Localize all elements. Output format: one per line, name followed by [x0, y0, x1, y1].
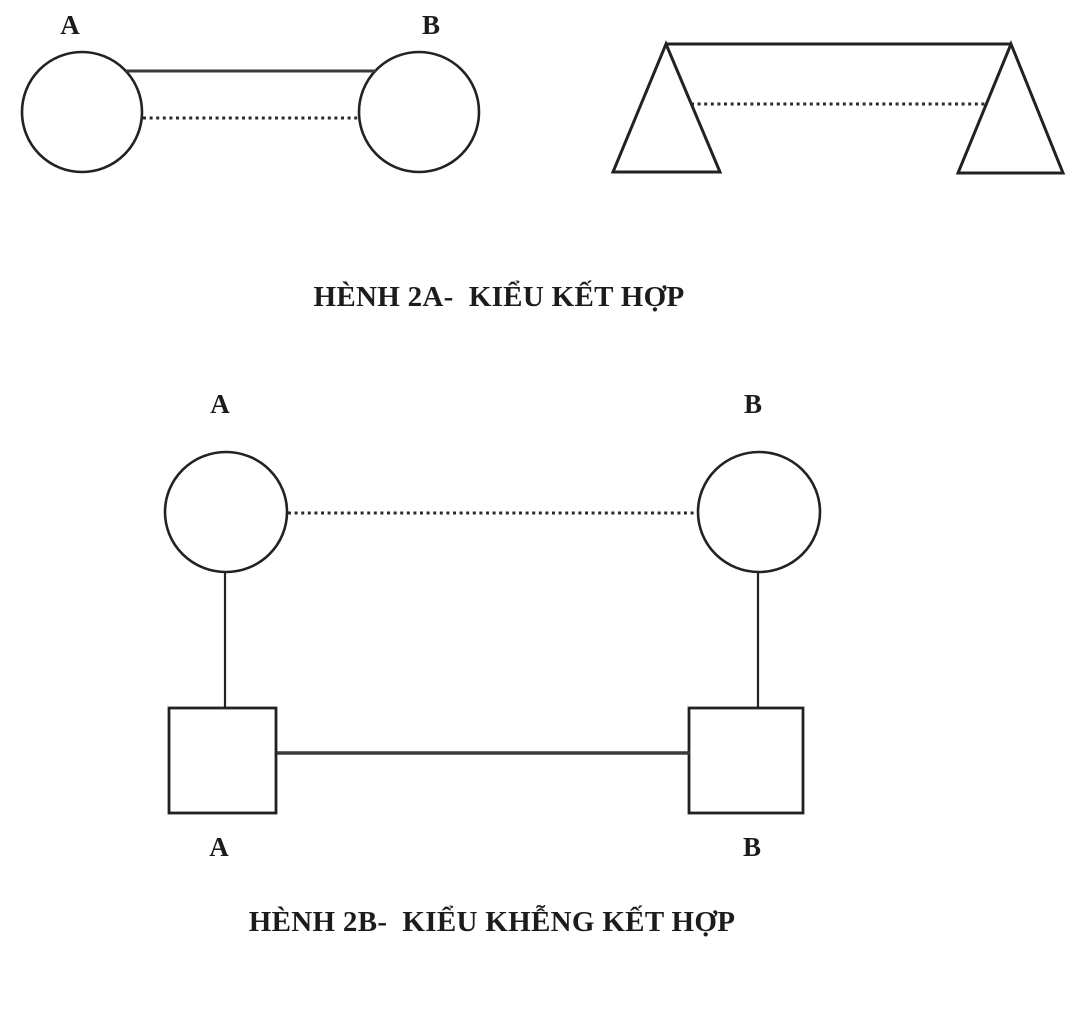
figure-2a-circle-b [357, 50, 481, 174]
figure-2b-circle-b-label: B [744, 389, 762, 419]
figure-2a-triangle-left [610, 40, 723, 174]
figure-2b-square-a [167, 706, 278, 815]
figure-2a-drawing: A B [20, 10, 1066, 175]
figure-2a-circle-a [20, 50, 144, 174]
figure-2b-circle-b [696, 450, 822, 574]
figure-2b-square-b [687, 706, 805, 815]
figure-2a-caption: HÈNH 2A- KIỂU KẾT HỢP [313, 281, 685, 313]
figure-2b-drawing: A B A B [163, 389, 822, 862]
figure-2b-circle-a [163, 450, 289, 574]
figure-2b-square-b-label: B [743, 832, 761, 862]
figure-2a-circle-b-label: B [422, 10, 440, 40]
figure-2a-circle-a-label: A [60, 10, 80, 40]
figure-2a-triangle-right [955, 40, 1066, 175]
figure-2b-circle-a-label: A [210, 389, 230, 419]
figure-2b-caption: HÈNH 2B- KIỂU KHỄNG KẾT HỢP [248, 906, 736, 938]
figure-2b-square-a-label: A [209, 832, 229, 862]
